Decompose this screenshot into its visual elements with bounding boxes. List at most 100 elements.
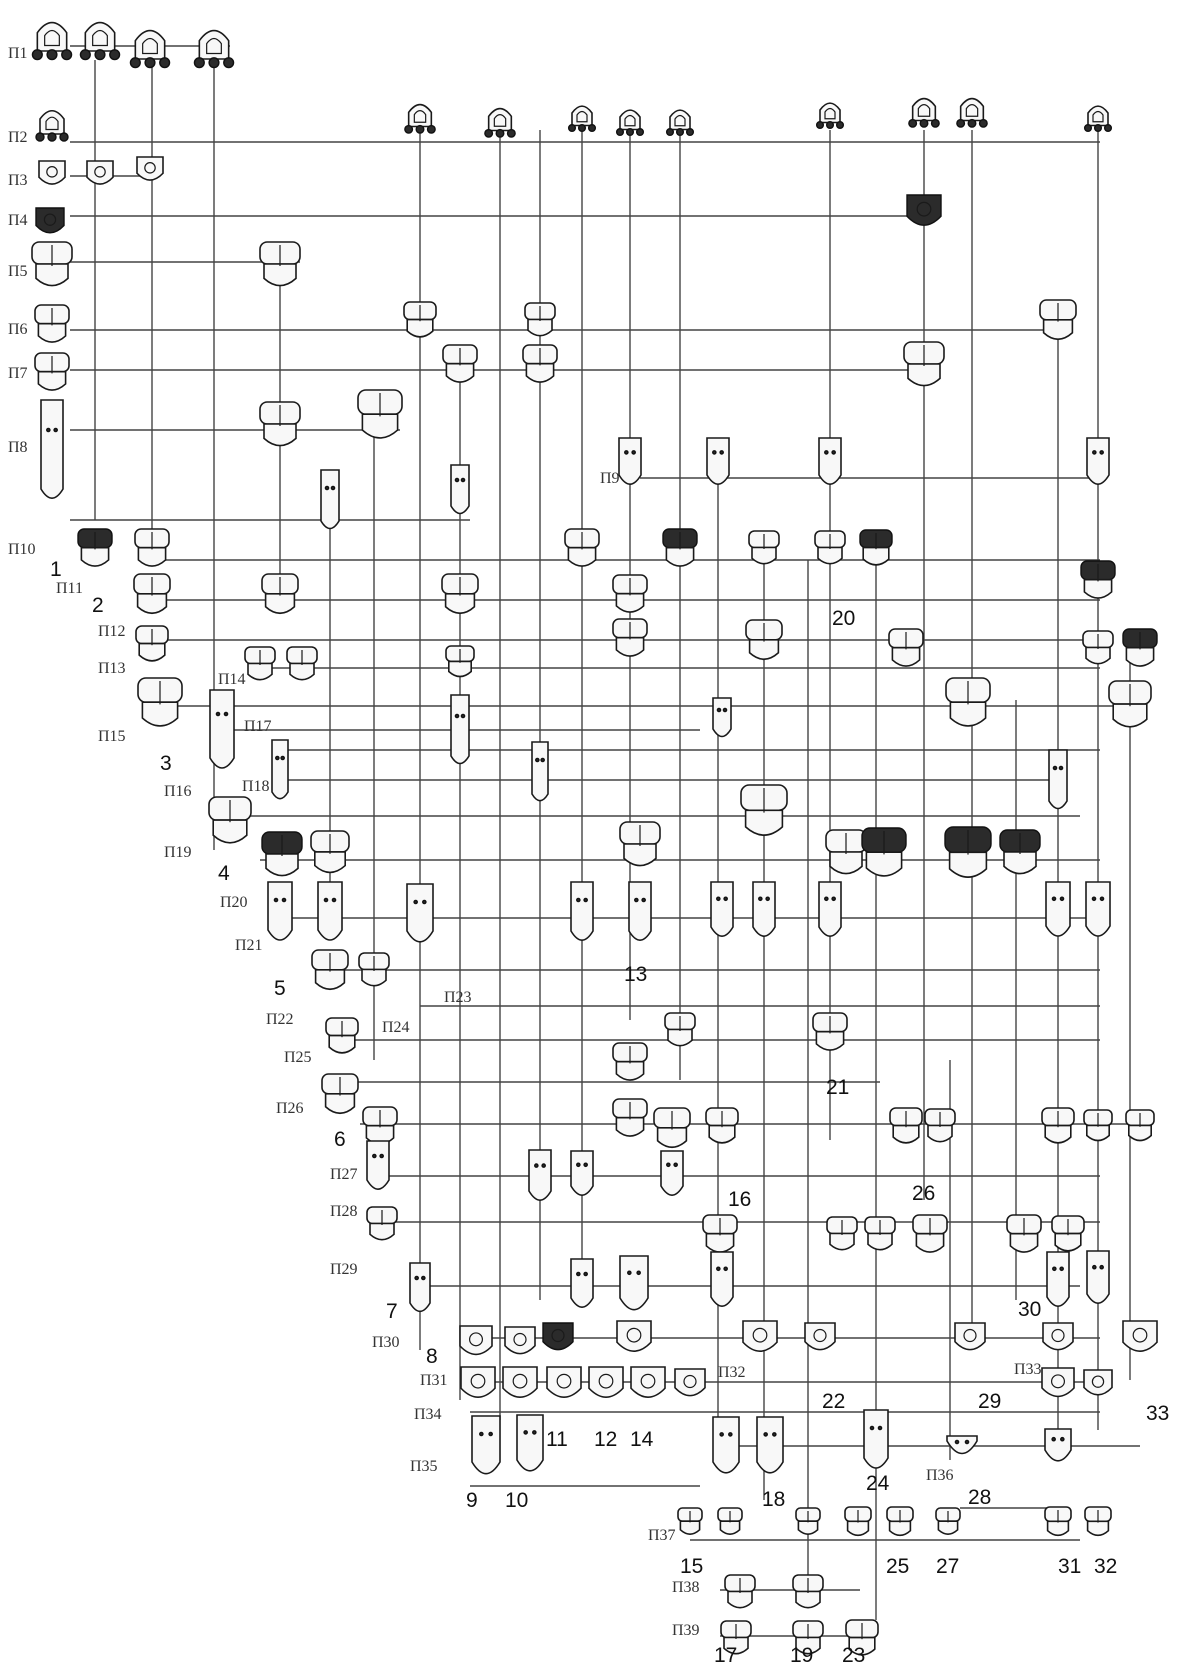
fibula-drawing <box>957 99 987 128</box>
fibula-drawing <box>569 106 596 131</box>
plaque-drawing <box>743 1321 777 1351</box>
column-number: 18 <box>762 1488 785 1511</box>
buckle-drawing <box>620 822 660 866</box>
buckle-drawing <box>1081 561 1115 598</box>
strap-end-drawing <box>410 1263 430 1311</box>
row-label: П31 <box>420 1372 448 1389</box>
row-label: П14 <box>218 671 246 688</box>
plaque-drawing <box>805 1323 835 1350</box>
column-number: 7 <box>386 1300 398 1323</box>
fibula-drawing <box>405 105 435 134</box>
buckle-drawing <box>1000 830 1040 874</box>
column-number: 31 <box>1058 1555 1081 1578</box>
buckle-drawing <box>1126 1110 1154 1141</box>
column-number: 20 <box>832 607 855 630</box>
plaque-drawing <box>617 1321 651 1351</box>
plaque-drawing <box>505 1327 535 1354</box>
column-number: 11 <box>546 1428 568 1451</box>
buckle-drawing <box>1123 629 1157 666</box>
buckle-drawing <box>134 574 170 613</box>
row-label: П12 <box>98 623 126 640</box>
fibula-drawing <box>667 110 694 135</box>
row-label: П2 <box>8 129 28 146</box>
column-number: 1 <box>50 558 62 581</box>
row-label: П25 <box>284 1049 312 1066</box>
fibula-drawing <box>194 31 233 68</box>
column-number: 4 <box>218 862 230 885</box>
buckle-drawing <box>78 529 112 566</box>
strap-end-drawing <box>517 1415 543 1471</box>
strap-end-drawing <box>1049 750 1067 809</box>
column-number: 14 <box>630 1428 654 1451</box>
strap-end-drawing <box>629 882 651 940</box>
strap-end-drawing <box>1046 882 1070 936</box>
row-label: П34 <box>414 1406 442 1423</box>
buckle-drawing <box>442 574 478 613</box>
row-label: П3 <box>8 172 28 189</box>
strap-end-drawing <box>757 1417 783 1473</box>
strap-end-drawing <box>571 1259 593 1307</box>
buckle-drawing <box>367 1207 397 1240</box>
row-label: П23 <box>444 989 472 1006</box>
column-number: 13 <box>624 963 647 986</box>
row-label: П29 <box>330 1261 358 1278</box>
buckle-drawing <box>826 830 866 874</box>
buckle-drawing <box>889 629 923 666</box>
buckle-drawing <box>311 831 349 872</box>
buckle-drawing <box>749 531 779 564</box>
column-number: 28 <box>968 1486 991 1509</box>
column-number: 9 <box>466 1489 478 1512</box>
buckle-drawing <box>525 303 555 336</box>
buckle-drawing <box>945 827 991 877</box>
strap-end-drawing <box>272 740 288 799</box>
row-label: П20 <box>220 894 248 911</box>
buckle-drawing <box>443 345 477 382</box>
row-label: П28 <box>330 1203 358 1220</box>
row-label: П26 <box>276 1100 304 1117</box>
buckle-drawing <box>925 1109 955 1142</box>
buckle-drawing <box>358 390 402 438</box>
column-number: 33 <box>1146 1402 1169 1425</box>
buckle-drawing <box>613 619 647 656</box>
column-number: 23 <box>842 1644 865 1667</box>
column-number: 26 <box>912 1182 935 1205</box>
buckle-drawing <box>913 1215 947 1252</box>
buckle-drawing <box>136 626 168 661</box>
buckle-drawing <box>1042 1108 1074 1143</box>
plaque-drawing <box>39 161 65 184</box>
buckle-drawing <box>287 647 317 680</box>
buckle-drawing <box>1045 1507 1071 1535</box>
buckle-drawing <box>363 1107 397 1144</box>
column-number: 3 <box>160 752 172 775</box>
buckle-drawing <box>312 950 348 989</box>
fibula-drawing <box>1085 106 1112 131</box>
column-number: 25 <box>886 1555 909 1578</box>
row-label: П7 <box>8 365 28 382</box>
strap-end-drawing <box>819 882 841 936</box>
buckle-drawing <box>890 1108 922 1143</box>
plaque-drawing <box>1123 1321 1157 1351</box>
buckle-drawing <box>936 1508 960 1534</box>
strap-end-drawing <box>451 695 469 764</box>
buckle-drawing <box>663 529 697 566</box>
buckle-drawing <box>1007 1215 1041 1252</box>
strap-end-drawing <box>571 1151 593 1195</box>
column-number: 2 <box>92 594 104 617</box>
column-number: 15 <box>680 1555 703 1578</box>
buckle-drawing <box>793 1575 823 1608</box>
strap-end-drawing <box>571 882 593 940</box>
buckle-drawing <box>1085 1507 1111 1535</box>
column-number: 6 <box>334 1128 346 1151</box>
buckle-drawing <box>813 1013 847 1050</box>
row-label: П17 <box>244 718 272 735</box>
strap-end-drawing <box>529 1150 551 1200</box>
fibula-drawing <box>32 23 71 60</box>
row-label: П4 <box>8 212 28 229</box>
plaque-drawing <box>503 1367 537 1397</box>
row-label: П19 <box>164 844 192 861</box>
plaque-drawing <box>460 1326 492 1354</box>
strap-end-drawing <box>210 690 234 768</box>
row-label: П36 <box>926 1467 954 1484</box>
row-label: П21 <box>235 937 263 954</box>
row-label: П22 <box>266 1011 294 1028</box>
